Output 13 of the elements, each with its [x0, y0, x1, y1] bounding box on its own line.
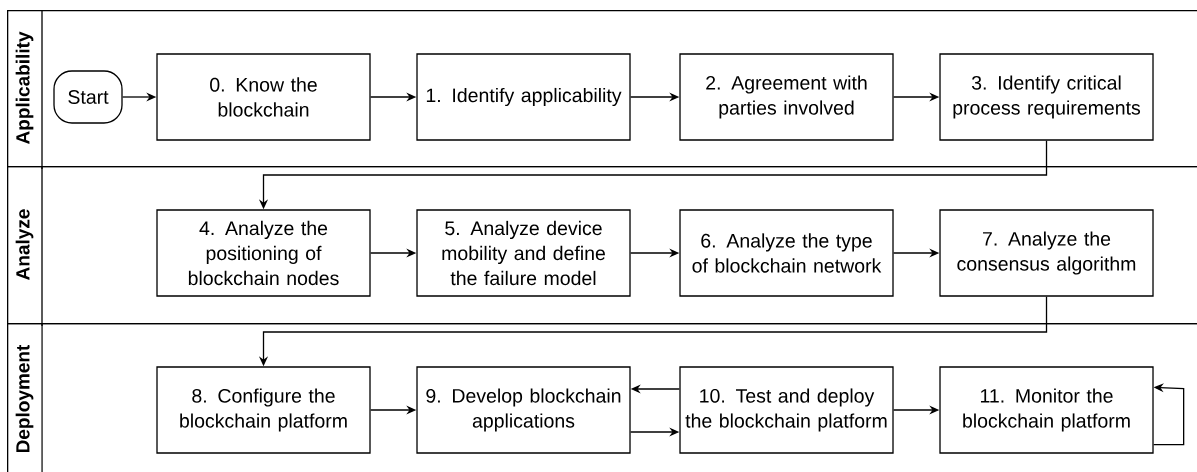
- process-box: 0. Know the blockchain: [156, 53, 371, 141]
- process-box: 10. Test and deploy the blockchain platform: [679, 366, 894, 454]
- process-box: 11. Monitor the blockchain platform: [939, 366, 1154, 454]
- process-box: 5. Analyze device mobility and define the failure model: [416, 209, 631, 297]
- process-box: 3. Identify critical process requirements: [939, 53, 1154, 141]
- process-box: 1. Identify applicability: [416, 53, 631, 141]
- process-box: 9. Develop blockchain applications: [416, 366, 631, 454]
- process-box: 4. Analyze the positioning of blockchain nodes: [156, 209, 371, 297]
- process-box: 6. Analyze the type of blockchain network: [679, 209, 894, 297]
- process-box: 2. Agreement with parties involved: [679, 53, 894, 141]
- process-box: 8. Configure the blockchain platform: [156, 366, 371, 454]
- process-box: 7. Analyze the consensus algorithm: [939, 209, 1154, 297]
- start-terminal: Start: [53, 70, 123, 124]
